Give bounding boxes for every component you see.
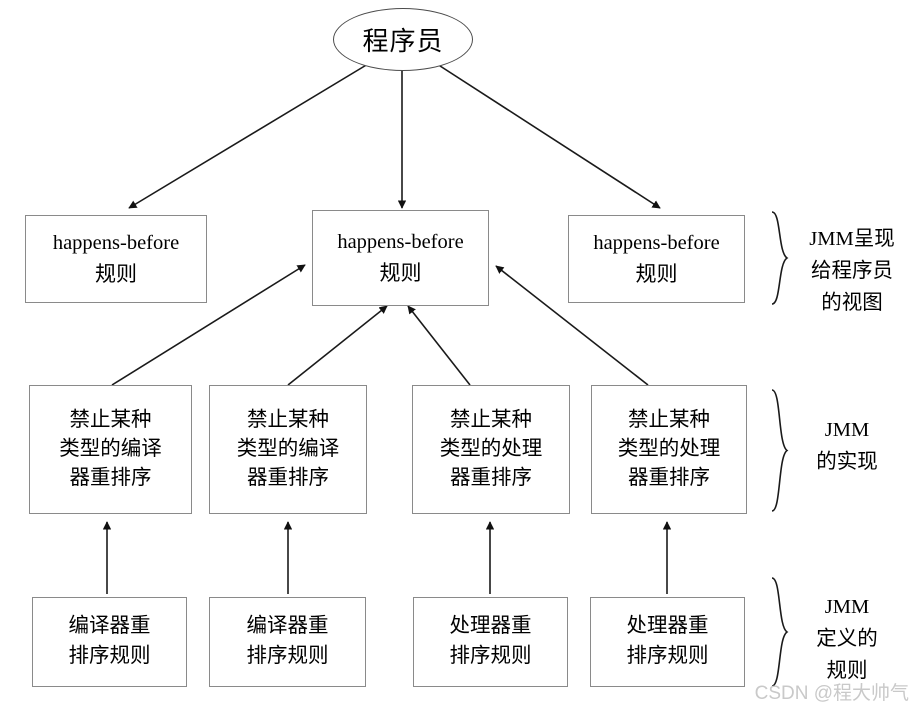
node-happens-before-2-line2: 规则: [379, 260, 422, 285]
node-rule-1-line1: 编译器重: [68, 615, 151, 638]
side-label-implementation: JMM 的实现: [792, 415, 902, 479]
node-implementation-4-line1: 禁止某种: [628, 408, 710, 431]
node-rule-2-line1: 编译器重: [246, 615, 329, 638]
node-implementation-2[interactable]: 禁止某种 类型的编译 器重排序: [209, 385, 367, 514]
edge-programmer-to-hb-right: [436, 63, 661, 209]
side-label-rules-line2: 定义的: [816, 627, 878, 650]
node-implementation-2-line1: 禁止某种: [247, 408, 329, 431]
node-happens-before-3-line2: 规则: [635, 261, 678, 286]
node-implementation-3-line3: 器重排序: [450, 467, 532, 490]
side-label-rules-line1: JMM: [824, 596, 870, 618]
brace-view: [771, 211, 789, 305]
node-rule-4-line2: 排序规则: [626, 645, 709, 667]
node-rule-2-line2: 排序规则: [246, 645, 329, 667]
side-label-implementation-line2: 的实现: [816, 450, 878, 473]
node-happens-before-3[interactable]: happens-before 规则: [568, 215, 745, 303]
node-happens-before-2-line1: happens-before: [337, 230, 464, 253]
node-happens-before-1-line1: happens-before: [52, 231, 180, 254]
node-implementation-1[interactable]: 禁止某种 类型的编译 器重排序: [29, 385, 192, 514]
node-happens-before-3-line1: happens-before: [593, 231, 720, 254]
node-implementation-2-line2: 类型的编译: [236, 437, 340, 460]
node-happens-before-1-line2: 规则: [95, 261, 137, 286]
node-rule-4-line1: 处理器重: [626, 615, 709, 638]
node-rule-1-line2: 排序规则: [68, 645, 151, 667]
node-rule-3-line1: 处理器重: [449, 615, 532, 638]
node-implementation-3[interactable]: 禁止某种 类型的处理 器重排序: [412, 385, 570, 514]
brace-rules: [771, 577, 789, 687]
edge-impl4-to-hb-middle: [495, 265, 649, 386]
edge-impl1-to-hb-middle: [111, 264, 306, 386]
node-rule-3-line2: 排序规则: [449, 645, 532, 667]
node-implementation-1-line3: 器重排序: [69, 467, 152, 490]
node-implementation-4[interactable]: 禁止某种 类型的处理 器重排序: [591, 385, 747, 514]
side-label-view: JMM呈现 给程序员 的视图: [792, 224, 912, 319]
node-rule-4[interactable]: 处理器重 排序规则: [590, 597, 745, 687]
side-label-rules-line3: 规则: [826, 659, 868, 682]
brace-implementation: [771, 389, 789, 512]
side-label-rules: JMM 定义的 规则: [792, 592, 902, 687]
node-programmer-label: 程序员: [362, 27, 444, 56]
node-implementation-3-line2: 类型的处理: [439, 437, 543, 460]
node-implementation-1-line2: 类型的编译: [59, 437, 162, 460]
side-label-view-line1: JMM呈现: [809, 228, 895, 250]
node-implementation-4-line3: 器重排序: [628, 467, 710, 490]
node-rule-1[interactable]: 编译器重 排序规则: [32, 597, 187, 687]
node-implementation-2-line3: 器重排序: [247, 467, 329, 490]
side-label-view-line2: 给程序员: [811, 259, 893, 282]
node-happens-before-1[interactable]: happens-before 规则: [25, 215, 207, 303]
node-implementation-4-line2: 类型的处理: [617, 437, 721, 460]
node-implementation-3-line1: 禁止某种: [450, 408, 532, 431]
watermark-text: CSDN @程大帅气: [754, 683, 909, 704]
edge-impl3-to-hb-middle: [407, 305, 471, 386]
side-label-view-line3: 的视图: [821, 291, 883, 314]
node-rule-2[interactable]: 编译器重 排序规则: [209, 597, 366, 687]
node-programmer[interactable]: 程序员: [333, 8, 473, 71]
edge-programmer-to-hb-left: [128, 63, 369, 209]
side-label-implementation-line1: JMM: [824, 419, 870, 441]
edge-impl2-to-hb-middle: [287, 305, 388, 386]
node-happens-before-2[interactable]: happens-before 规则: [312, 210, 489, 306]
node-implementation-1-line1: 禁止某种: [69, 408, 152, 431]
node-rule-3[interactable]: 处理器重 排序规则: [413, 597, 568, 687]
